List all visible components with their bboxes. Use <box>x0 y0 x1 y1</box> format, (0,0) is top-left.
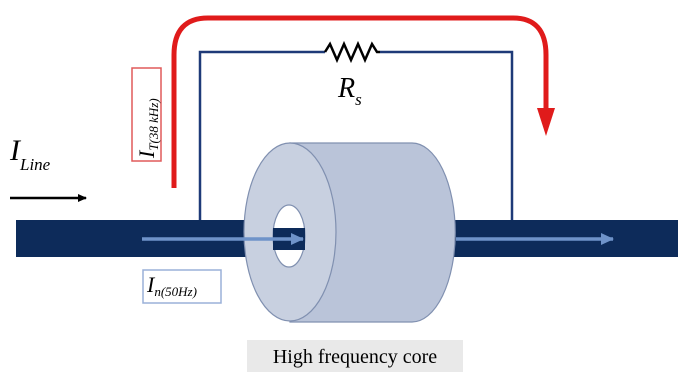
red-arrowhead <box>537 108 555 136</box>
i-n-label-box <box>142 269 222 304</box>
r-s-main: R <box>337 73 355 104</box>
i-line-main: I <box>9 134 22 167</box>
core-body <box>289 142 456 323</box>
secondary-circuit-wire <box>198 50 514 220</box>
r-s-label: Rs <box>337 73 362 109</box>
i-t-label-box <box>131 67 162 162</box>
curved-arrow-down-icon <box>171 15 549 188</box>
i-t-label: IT(38 kHz) <box>134 98 161 159</box>
caption: High frequency core <box>273 346 437 368</box>
i-n-main: I <box>146 272 156 297</box>
r-s-sub: s <box>355 90 362 109</box>
caption-background <box>247 340 463 372</box>
i-n-sub: n(50Hz) <box>154 284 197 299</box>
i-n-label: In(50Hz) <box>146 272 197 299</box>
i-t-main: I <box>134 149 159 159</box>
i-t-sub: T(38 kHz) <box>146 98 161 150</box>
resistor-zigzag-icon <box>323 40 380 64</box>
i-line-sub: Line <box>19 155 51 174</box>
i-line-label: ILine <box>9 134 51 174</box>
